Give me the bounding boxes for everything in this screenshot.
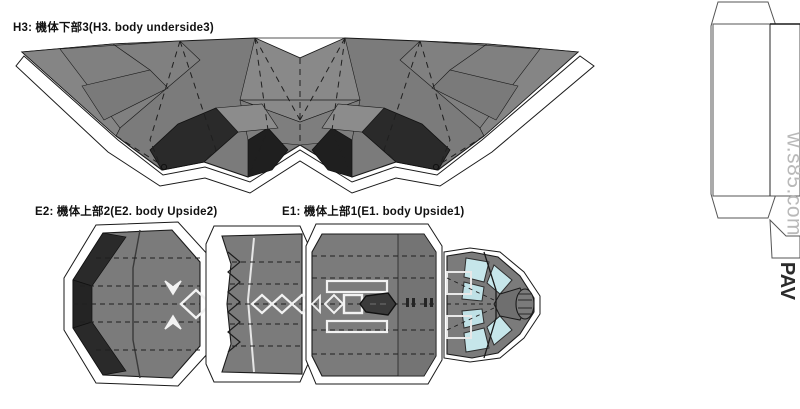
e1-right-tick-marks (406, 298, 433, 307)
h3-right-intake-panel (321, 103, 385, 133)
e2b-fold-lines (227, 261, 302, 347)
e1-marking-rect-lower (325, 319, 389, 334)
nozzle-marking-rect-lower (446, 315, 472, 339)
part-e1-body-upside-1 (305, 223, 443, 385)
part-e2-body-upside-2 (63, 221, 213, 387)
part-engine-nozzle-assembly (443, 247, 541, 363)
part-h3-body-underside-3 (15, 37, 595, 194)
h3-right-notch (432, 163, 440, 171)
h3-panel-seams (112, 37, 488, 101)
e2-marking-chevron-lower (164, 314, 182, 330)
e2-fold-lines (73, 257, 200, 351)
nozzle-exhaust-ring (515, 288, 535, 320)
part-label-h3: H3: 機体下部3(H3. body underside3) (13, 22, 214, 34)
e1-canopy (359, 292, 397, 316)
watermark-url: w.s85.com (783, 132, 800, 236)
e2b-light-seam (246, 237, 255, 373)
part-label-e1: E1: 機体上部1(E1. body Upside1) (282, 206, 465, 218)
e1-marking-diamond (323, 293, 345, 315)
e2b-zigzag-edge (227, 251, 241, 353)
r1-lower-tab (769, 218, 800, 259)
watermark-mark: PAV (776, 261, 798, 300)
nozzle-marking-rect-upper (446, 271, 472, 295)
part-edge-flap-strip (710, 1, 800, 259)
h3-left-wing-strip (81, 69, 169, 121)
h3-left-notch (160, 163, 168, 171)
e1-fold-lines (312, 255, 436, 355)
part-e2-midsection (205, 225, 314, 383)
e1-right-column (397, 233, 437, 377)
nozzle-exhaust-slats (518, 293, 532, 315)
e1-marking-diamond-edge (310, 293, 321, 315)
nozzle-fold-lines (446, 277, 495, 331)
part-label-e2: E2: 機体上部2(E2. body Upside2) (35, 206, 218, 218)
nozzle-cyan-panel-4 (463, 327, 490, 353)
nozzle-curved-seam (483, 251, 497, 359)
h3-fold-lines (115, 37, 485, 178)
h3-center-right-dark-block (311, 127, 353, 178)
nozzle-cyan-panel-1 (463, 257, 490, 283)
e2-marking-chevron-upper (164, 280, 182, 296)
h3-center-left-dark-block (247, 127, 289, 178)
h3-right-wing-strip (431, 69, 519, 121)
e1-marking-rect-upper (325, 279, 389, 294)
e2-inner-seam (132, 229, 141, 379)
h3-glue-flap (15, 55, 595, 194)
h3-left-intake-panel (215, 103, 279, 133)
